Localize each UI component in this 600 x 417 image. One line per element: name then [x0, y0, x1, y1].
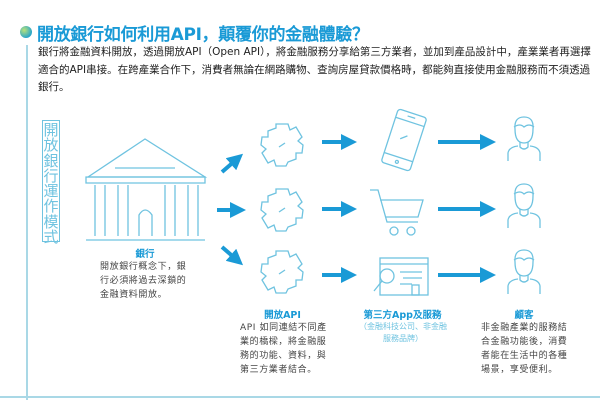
third-party-subtitle: （金融科技公司、非金融服務品牌）: [359, 322, 447, 343]
left-divider: [26, 45, 28, 400]
person-icon: [507, 249, 541, 295]
gear-icon: [260, 250, 304, 294]
gear-icon: [260, 188, 304, 232]
document-search-icon: [373, 257, 429, 296]
page-title: 開放銀行如何利用API，顛覆你的金融體驗？: [37, 25, 369, 45]
arrow-up-right-icon: [220, 153, 244, 174]
person-icon: [507, 183, 541, 229]
third-party-label: 第三方App及服務: [363, 310, 442, 321]
intro-paragraph: 銀行將金融資料開放，透過開放API（Open API），將金融服務分享給第三方業…: [38, 46, 591, 93]
bottom-divider: [0, 396, 600, 398]
api-label: 開放API: [264, 310, 301, 321]
person-icon: [507, 116, 541, 162]
bank-label: 銀行: [135, 249, 155, 260]
phone-icon: [381, 108, 427, 172]
title-bullet-icon: [20, 26, 32, 38]
bank-icon: [85, 138, 208, 241]
customer-description: 非金融產業的服務結合金融功能後，消費者能在生活中的各種場景，享受便利。: [481, 323, 568, 375]
arrow-down-right-icon: [220, 245, 244, 266]
bank-description: 開放銀行概念下，銀行必須將過去深鎖的金融資料開放。: [100, 262, 187, 300]
api-description: API 如同連結不同產業的橋樑，將金融服務的功能、資料，與第三方業者結合。: [240, 323, 327, 375]
gear-icon: [260, 123, 304, 167]
customer-label: 顧客: [514, 310, 534, 321]
shopping-cart-icon: [370, 189, 424, 236]
side-label: 開放銀行運作模式: [42, 120, 60, 247]
